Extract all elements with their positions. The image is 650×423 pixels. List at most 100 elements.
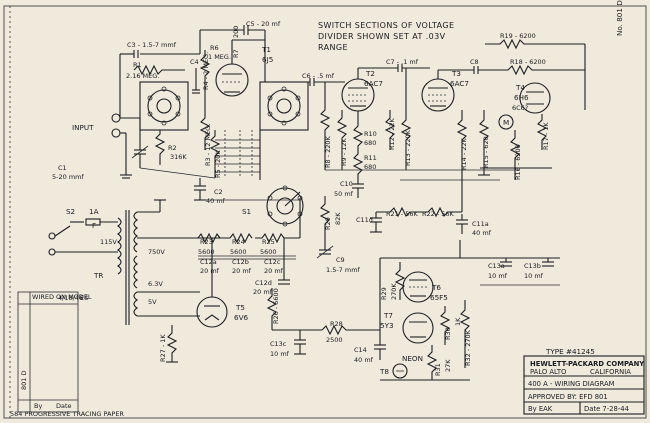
r30-label: R30 xyxy=(444,327,452,340)
r22-label: R22 - 56K xyxy=(422,210,455,218)
c12a-value: 20 mf xyxy=(200,267,220,275)
corner-drawing-number: No. 801 D xyxy=(615,0,624,36)
r24-label: R24 xyxy=(232,238,245,246)
r26-label: R26 - 5600 xyxy=(272,288,280,324)
r7-value: 200 xyxy=(232,26,240,38)
r13-label: R13 - 220K xyxy=(404,129,412,166)
r32-label: R32 - 270K xyxy=(464,329,472,366)
c13b-label: C13b xyxy=(524,262,541,270)
r25-value: 5600 xyxy=(260,248,277,256)
r28-label: R28 xyxy=(330,320,343,328)
c13c-value: 10 mf xyxy=(270,350,290,358)
switch-s1 xyxy=(266,185,304,227)
c12b-label: C12b xyxy=(232,258,249,266)
drawing-title: 400 A - WIRING DIAGRAM xyxy=(528,380,615,388)
c12c-label: C12c xyxy=(264,258,281,266)
t3-type: 6AC7 xyxy=(450,79,469,88)
t4-note: 6C6? xyxy=(512,104,528,112)
switch-note-line3: RANGE xyxy=(318,43,348,52)
t6-type: 5Y3 xyxy=(380,321,394,330)
t3-ref: T3 xyxy=(451,69,461,78)
c4-label: C4 xyxy=(190,58,199,66)
t4-type: 6H6 xyxy=(514,93,529,102)
c13a-value: 10 mf xyxy=(488,272,508,280)
r1-value: 2.16 MEG. xyxy=(126,72,159,80)
revision-row1-init: ES xyxy=(80,294,88,302)
c7-label: C7 - .1 mf xyxy=(386,58,419,66)
neon-t8 xyxy=(392,363,408,379)
c2-value: 40 mf xyxy=(206,197,226,205)
input-label: INPUT xyxy=(72,123,94,132)
power-plug-2 xyxy=(48,248,56,256)
c1-value: 5-20 mmf xyxy=(52,173,84,181)
v63-label: 6.3V xyxy=(148,280,163,288)
t5-ref: T6 xyxy=(431,283,441,292)
c1-label: C1 xyxy=(58,164,67,172)
c11a-label: C11a xyxy=(472,220,489,228)
c13b-value: 10 mf xyxy=(524,272,544,280)
voltage-divider-ladder xyxy=(215,130,261,180)
sheet-border xyxy=(3,5,647,419)
r6-label: R6 xyxy=(210,44,219,52)
input-jack-ground xyxy=(111,128,121,138)
c9-label: C9 xyxy=(336,256,345,264)
c13c-label: C13c xyxy=(270,340,287,348)
c10-label: C10 xyxy=(340,180,353,188)
fuse-label: 1A xyxy=(89,207,99,216)
company-city: PALO ALTO xyxy=(530,368,566,376)
switch-note-line2: DIVIDER SHOWN SET AT .03V xyxy=(318,32,446,41)
t8-type: NEON xyxy=(402,354,423,363)
c5-label: C5 - 20 mf xyxy=(246,20,281,28)
v750-label: 750V xyxy=(148,248,165,256)
t4-ref: T4 xyxy=(515,83,525,92)
r10-label: R10 xyxy=(364,130,377,138)
c12c-value: 20 mf xyxy=(264,267,284,275)
c13a-label: C13a xyxy=(488,262,505,270)
tr-label: TR xyxy=(93,271,103,280)
drawn-by: By EAK xyxy=(528,405,553,413)
power-transformer xyxy=(117,210,138,325)
company-state: CALIFORNIA xyxy=(590,368,631,376)
switch-s2 xyxy=(54,225,71,237)
drawing-date: Date 7-28-44 xyxy=(584,405,629,413)
revision-row1: WIRED ON MODEL xyxy=(32,293,92,301)
title-block xyxy=(523,355,645,415)
r8-label: R8 - 220K xyxy=(324,135,332,168)
c10-value: 50 mf xyxy=(334,190,354,198)
c6-label: C6 - .5 mf xyxy=(302,72,335,80)
revision-block xyxy=(17,291,79,413)
r11-value: 680 xyxy=(364,163,376,171)
r11-label: R11 xyxy=(364,154,377,162)
range-switch-wafer-1 xyxy=(139,81,189,131)
paper-maker: 584 PROGRESSIVE TRACING PAPER xyxy=(10,410,124,418)
v5-label: 5V xyxy=(148,298,157,306)
range-switch-wafer-2 xyxy=(259,81,309,131)
s1-label: S1 xyxy=(242,207,251,216)
t2-ref: T2 xyxy=(365,69,375,78)
tube-t4 xyxy=(519,82,551,114)
r31-value: 27K xyxy=(444,359,452,372)
r16-label: R16 - 6200 xyxy=(514,144,522,180)
c12d-label: C12d xyxy=(255,279,272,287)
t7-ref: T5 xyxy=(235,303,245,312)
r3-label: R3 - 12 MEG. xyxy=(204,124,212,166)
c2-label: C2 xyxy=(214,188,223,196)
tube-t7 xyxy=(196,296,228,328)
r29-value: 270K xyxy=(390,283,398,300)
v115-label: 115V xyxy=(100,238,117,246)
c8-label: C8 xyxy=(470,58,479,66)
r28-value: 2500 xyxy=(326,336,343,344)
r18-label: R18 - 6200 xyxy=(510,58,546,66)
r1-label: R1 xyxy=(133,61,142,69)
r2-value: 316K xyxy=(170,153,187,161)
r29-label: R29 xyxy=(380,287,388,300)
revision-date: Date xyxy=(56,402,72,410)
approved-by: APPROVED BY: EFD 801 xyxy=(528,393,608,401)
r21-label: R21 - 56K xyxy=(386,210,419,218)
type-number: TYPE #41245 xyxy=(545,347,595,356)
c11d-label: C11d xyxy=(356,216,373,224)
r23-label: R23 xyxy=(200,238,213,246)
t8-ref: T8 xyxy=(379,367,389,376)
t7-type: 6V6 xyxy=(234,313,248,322)
